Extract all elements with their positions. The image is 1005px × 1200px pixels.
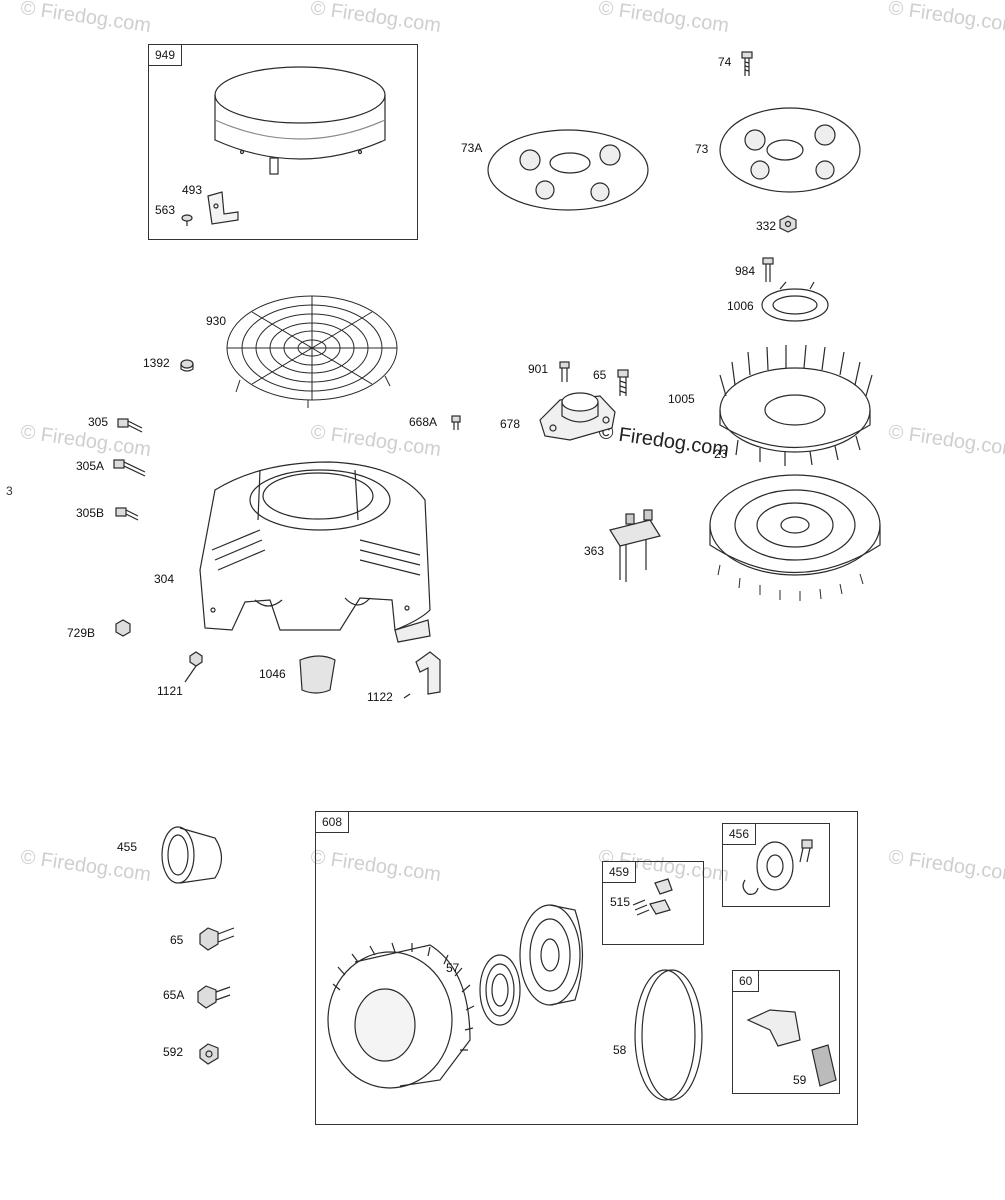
part-456-retainer: [742, 839, 813, 895]
part-901-screw: [559, 361, 570, 382]
label-part-74: 74: [718, 55, 732, 69]
part-starter-housing: [327, 942, 475, 1089]
kit-tag-60: 60: [733, 971, 760, 992]
label-part-901: 901: [528, 362, 549, 376]
label-part-455: 455: [117, 840, 138, 854]
kit-box-949: 949: [148, 44, 418, 240]
part-58-rope: [634, 969, 703, 1101]
part-363-terminal: [609, 509, 661, 582]
part-455-cup: [161, 826, 223, 884]
part-73-cup: [719, 107, 861, 193]
part-305b-bolt: [115, 507, 139, 521]
part-65a-bolt: [197, 985, 231, 1009]
label-part-65: 65: [170, 933, 184, 947]
label-part-930: 930: [206, 314, 227, 328]
kit-box-456: 456: [722, 823, 830, 907]
part-1121-nut: [184, 651, 203, 683]
part-729b-nut: [115, 619, 131, 637]
label-part-73: 73: [695, 142, 709, 156]
label-part-1121: 1121: [157, 684, 183, 698]
part-678-bracket: [539, 392, 616, 441]
label-part-493: 493: [182, 183, 203, 197]
label-part-305b: 305B: [76, 506, 105, 520]
kit-tag-456: 456: [723, 824, 757, 845]
label-part-668a: 668A: [409, 415, 438, 429]
label-part-1122: 1122: [367, 690, 393, 704]
part-1046-plate: [299, 655, 336, 694]
part-65-bolt: [199, 927, 235, 951]
part-1006-ring: [761, 281, 829, 322]
label-part-59: 59: [793, 1073, 807, 1087]
label-part-678: 678: [500, 417, 521, 431]
label-part-363: 363: [584, 544, 605, 558]
label-part-305a: 305A: [76, 459, 105, 473]
part-1122-bracket: [403, 651, 441, 699]
kit-tag-608: 608: [316, 812, 350, 833]
part-984-bolt: [762, 257, 774, 282]
kit-tag-459: 459: [603, 862, 637, 883]
part-459-pawls: [632, 878, 673, 916]
part-592-nut: [199, 1043, 219, 1065]
label-part-23: 23: [714, 447, 728, 461]
label-part-592: 592: [163, 1045, 184, 1059]
label-part-729b: 729B: [67, 626, 96, 640]
part-pulley: [519, 904, 584, 1006]
label-part-305: 305: [88, 415, 109, 429]
label-part-65a: 65A: [163, 988, 185, 1002]
label-part-65-top: 65: [593, 368, 607, 382]
part-668a-screw: [451, 415, 461, 430]
part-73a-cup: [487, 129, 649, 211]
part-304-housing: [199, 461, 431, 643]
label-part-58: 58: [613, 1043, 627, 1057]
label-part-563: 563: [155, 203, 176, 217]
label-part-332: 332: [756, 219, 777, 233]
part-305-bolt: [117, 418, 143, 433]
label-part-73a: 73A: [461, 141, 483, 155]
label-part-984: 984: [735, 264, 756, 278]
edge-mark: 3: [6, 484, 13, 498]
part-949-cover: [214, 66, 386, 175]
label-part-1392: 1392: [143, 356, 170, 370]
part-1392-nut: [180, 359, 194, 372]
label-part-304: 304: [154, 572, 175, 586]
label-part-1046: 1046: [259, 667, 286, 681]
part-930-grille: [226, 295, 398, 408]
part-23-flywheel: [709, 474, 881, 601]
part-1005-fan: [719, 344, 873, 466]
part-493-clip: [207, 191, 239, 225]
label-part-57: 57: [446, 961, 460, 975]
part-57-spring: [479, 954, 521, 1026]
kit-tag-949: 949: [149, 45, 183, 66]
label-part-1006: 1006: [727, 299, 754, 313]
kit-box-60: 60: [732, 970, 840, 1094]
part-332-nut: [779, 215, 797, 233]
part-563-screw: [181, 214, 193, 226]
label-part-1005: 1005: [668, 392, 695, 406]
kit-box-608: 608: [315, 811, 858, 1125]
part-305a-bolt: [113, 459, 146, 477]
label-part-515: 515: [610, 895, 631, 909]
part-74-bolt: [741, 51, 753, 76]
kit-box-459: 459: [602, 861, 704, 945]
part-60-handle: [746, 1009, 837, 1087]
part-65-top-bolt: [617, 369, 629, 396]
